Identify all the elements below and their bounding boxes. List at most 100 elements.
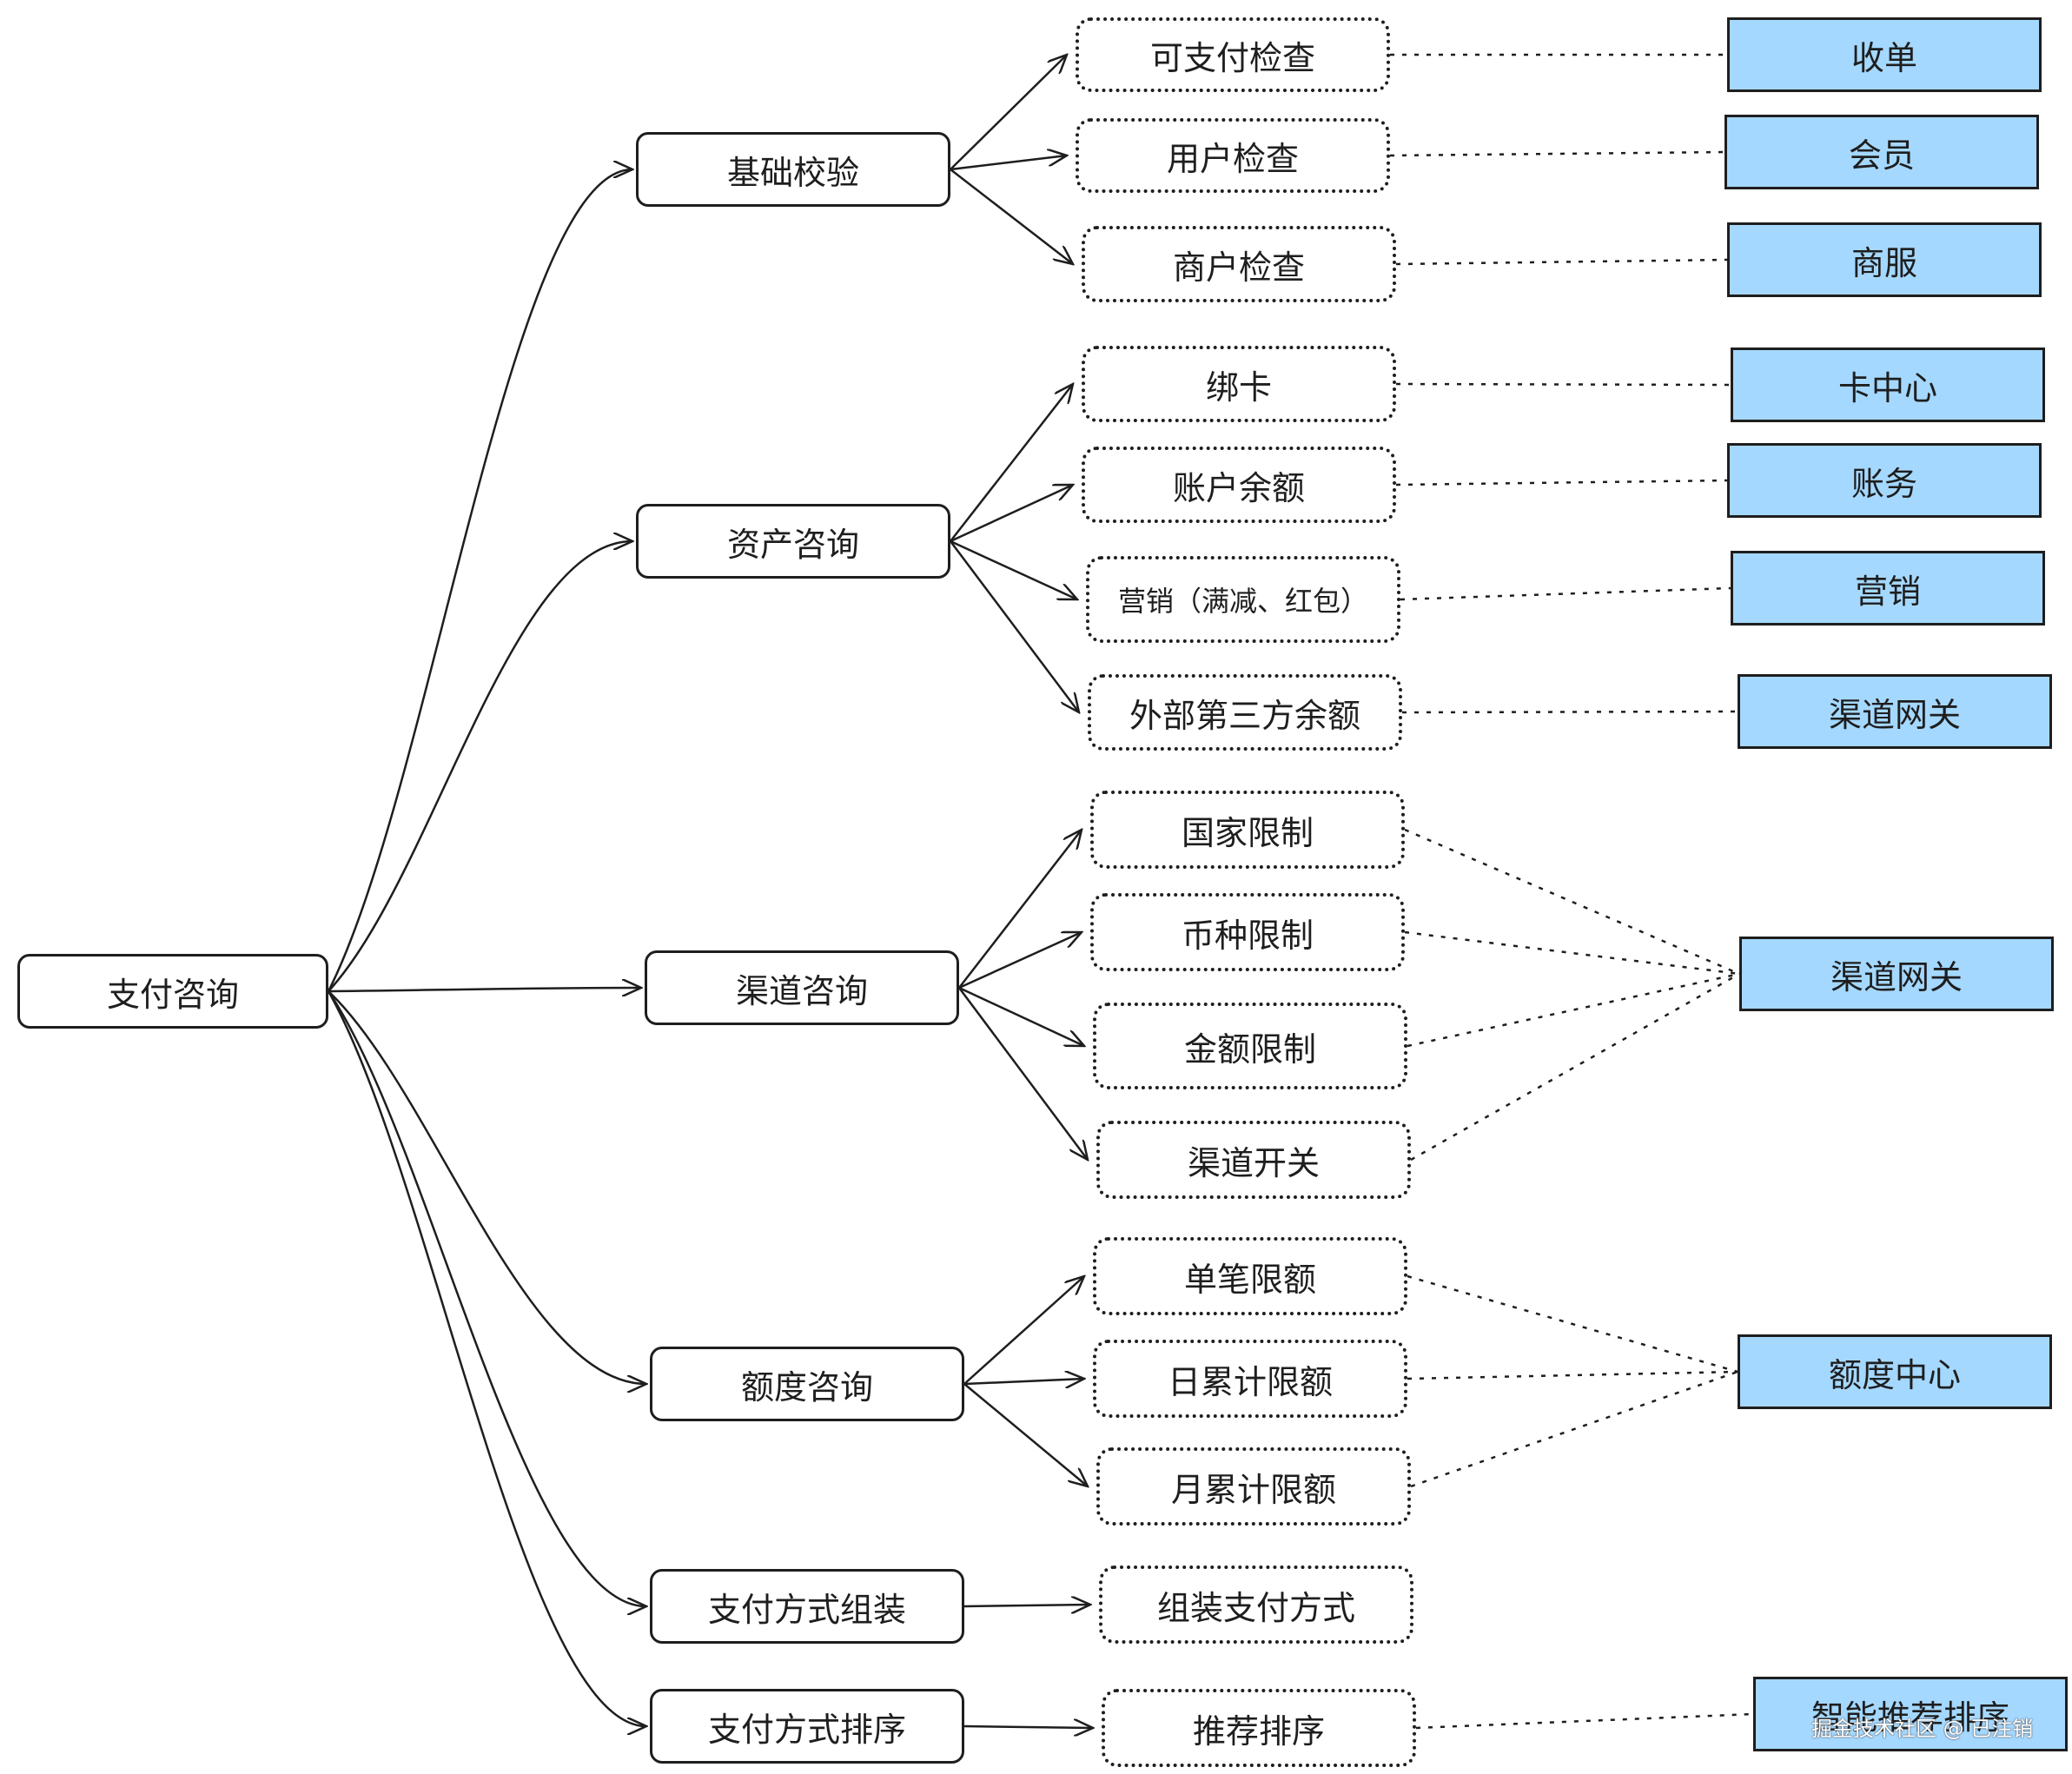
check-label: 推荐排序 [1192,1711,1325,1751]
check-bind-card[interactable]: 绑卡 [1082,346,1396,422]
root-node-label: 支付咨询 [106,975,239,1014]
check-merchant[interactable]: 商户检查 [1082,226,1396,302]
service-merchant[interactable]: 商服 [1727,222,2042,297]
arrow-root-to-group [327,990,646,1606]
dotted-check-to-service [1407,1370,1738,1380]
check-label: 金额限制 [1183,1029,1316,1069]
arrow-group-to-check [963,1605,1090,1606]
check-label: 币种限制 [1181,916,1314,955]
arrow-group-to-check [958,932,1082,990]
check-label: 外部第三方余额 [1129,696,1360,735]
watermark-text: 掘金技术社区 @ 已注销 [1811,1717,2034,1741]
service-label: 卡中心 [1837,368,1937,407]
check-user[interactable]: 用户检查 [1076,118,1390,193]
service-channel-gateway-1[interactable]: 渠道网关 [1738,674,2052,749]
group-basic-check[interactable]: 基础校验 [636,132,950,207]
arrow-group-to-check [963,1276,1084,1385]
check-monthly-limit[interactable]: 月累计限额 [1096,1447,1411,1526]
arrow-group-to-check [958,830,1082,989]
service-accounting[interactable]: 账务 [1727,443,2042,518]
dotted-check-to-service [1410,972,1740,1162]
dotted-check-to-service [1395,382,1731,387]
arrow-root-to-group [327,169,632,992]
check-assemble-method[interactable]: 组装支付方式 [1099,1565,1413,1644]
dotted-check-to-service [1400,586,1731,601]
arrow-group-to-check [957,987,1088,1160]
check-third-party-balance[interactable]: 外部第三方余额 [1088,674,1402,751]
arrow-group-to-check [963,1726,1093,1728]
arrow-group-to-check [958,986,1084,1046]
service-label: 营销 [1854,572,1921,611]
arrow-group-to-check [950,384,1073,542]
group-method-sort[interactable]: 支付方式排序 [650,1689,964,1764]
service-label: 会员 [1848,136,1915,175]
check-amount-limit[interactable]: 金额限制 [1093,1003,1407,1089]
check-daily-limit[interactable]: 日累计限额 [1093,1340,1407,1418]
group-label: 支付方式排序 [707,1710,906,1749]
check-label: 用户检查 [1166,139,1299,178]
arrow-root-to-group [328,988,641,991]
arrow-root-to-group [328,990,646,1384]
service-smart-recommend[interactable]: 智能推荐排序 [1753,1677,2068,1751]
arrow-group-to-check [950,55,1067,170]
dotted-check-to-service [1404,828,1740,976]
group-label: 支付方式组装 [707,1590,906,1629]
dotted-check-to-service [1389,150,1725,157]
check-label: 月累计限额 [1170,1470,1336,1509]
service-label: 收单 [1850,38,1917,77]
service-label: 智能推荐排序 [1811,1698,2009,1737]
arrow-group-to-check [950,539,1077,599]
service-quota-center[interactable]: 额度中心 [1738,1334,2052,1409]
arrow-group-to-check [950,540,1079,712]
check-account-balance[interactable]: 账户余额 [1082,447,1396,523]
check-label: 营销（满减、红包） [1117,585,1368,618]
arrow-root-to-group [327,990,646,1726]
arrow-group-to-check [963,1383,1088,1486]
check-label: 商户检查 [1172,248,1305,287]
dotted-check-to-service [1404,930,1740,976]
service-acquiring[interactable]: 收单 [1727,17,2042,92]
group-asset-consult[interactable]: 资产咨询 [636,504,950,579]
arrow-group-to-check [950,156,1067,171]
service-member[interactable]: 会员 [1724,115,2039,189]
check-label: 日累计限额 [1167,1362,1333,1401]
dotted-check-to-service [1395,258,1728,266]
dotted-check-to-service [1407,972,1740,1048]
group-label: 基础校验 [726,153,859,192]
arrow-group-to-check [950,169,1073,264]
check-currency-limit[interactable]: 币种限制 [1090,893,1405,971]
group-method-assemble[interactable]: 支付方式组装 [650,1569,964,1644]
check-country-limit[interactable]: 国家限制 [1090,791,1405,869]
check-label: 账户余额 [1172,468,1305,507]
group-label: 额度咨询 [740,1367,873,1407]
service-channel-gateway-2[interactable]: 渠道网关 [1739,937,2054,1011]
check-label: 渠道开关 [1187,1143,1320,1182]
dotted-check-to-service [1410,1370,1738,1488]
dotted-check-to-service [1395,479,1728,487]
check-channel-switch[interactable]: 渠道开关 [1096,1121,1411,1199]
group-channel-consult[interactable]: 渠道咨询 [645,950,959,1025]
group-label: 渠道咨询 [735,971,868,1010]
service-marketing[interactable]: 营销 [1731,551,2045,626]
root-node[interactable]: 支付咨询 [17,954,328,1029]
service-label: 账务 [1850,464,1917,503]
check-label: 国家限制 [1181,813,1314,852]
arrow-group-to-check [963,1379,1084,1384]
check-marketing[interactable]: 营销（满减、红包） [1086,556,1400,643]
service-label: 渠道网关 [1828,695,1961,734]
arrow-group-to-check [950,485,1073,543]
service-label: 额度中心 [1828,1355,1961,1394]
check-label: 绑卡 [1205,367,1272,407]
service-label: 渠道网关 [1830,957,1963,996]
check-recommend-sort[interactable]: 推荐排序 [1102,1689,1416,1767]
group-quota-consult[interactable]: 额度咨询 [650,1347,964,1421]
check-label: 组装支付方式 [1156,1588,1355,1627]
service-card-center[interactable]: 卡中心 [1731,348,2045,422]
check-single-limit[interactable]: 单笔限额 [1093,1237,1407,1315]
group-label: 资产咨询 [726,525,859,564]
check-payable[interactable]: 可支付检查 [1076,17,1390,92]
dotted-check-to-service [1415,1712,1754,1730]
service-label: 商服 [1850,243,1917,282]
